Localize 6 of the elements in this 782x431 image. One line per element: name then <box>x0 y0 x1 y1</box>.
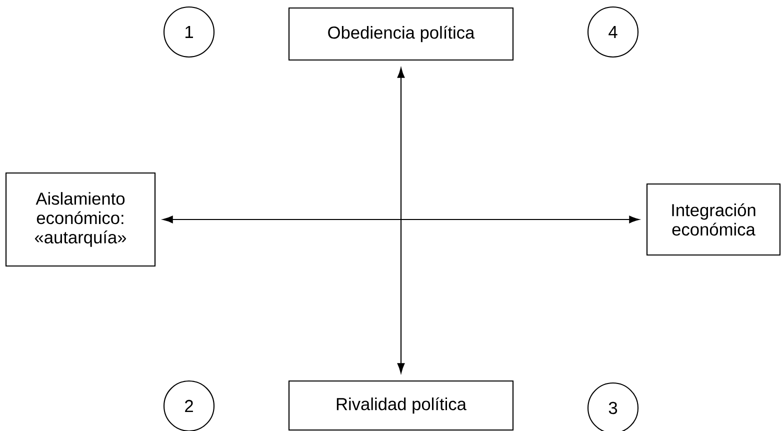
label-box: Obediencia política <box>288 7 514 61</box>
label-box: Aislamiento económico: «autarquía» <box>5 172 156 267</box>
label-box: Integración económica <box>646 183 781 256</box>
label-box: Rivalidad política <box>288 380 514 431</box>
arrow <box>397 68 405 374</box>
arrow <box>162 216 640 224</box>
